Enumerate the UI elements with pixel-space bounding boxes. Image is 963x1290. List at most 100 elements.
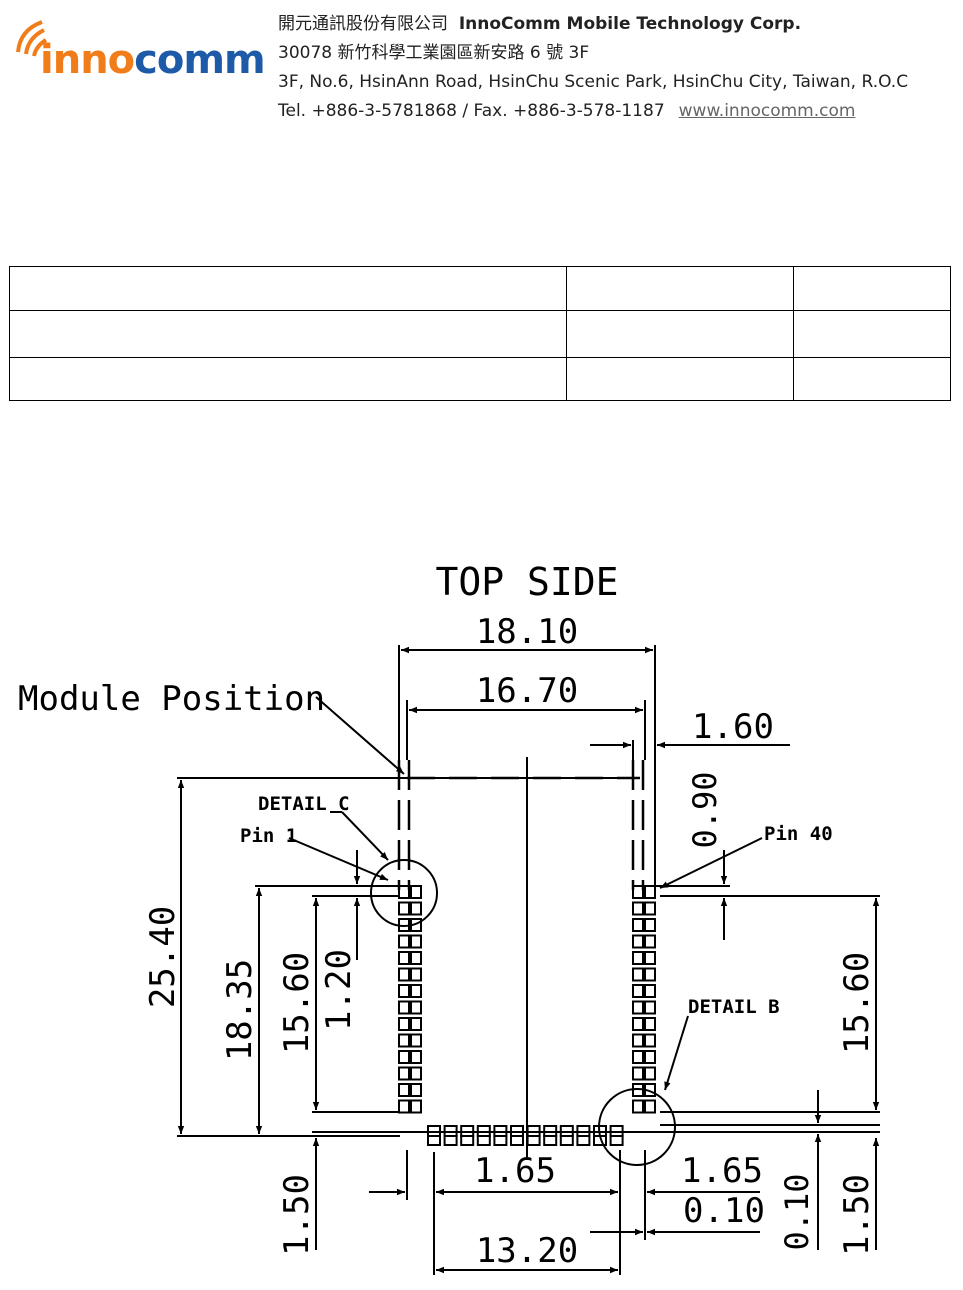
pin1-label: Pin 1 [240,825,297,847]
right-pad-column [632,885,656,1114]
pad [632,885,644,899]
pad [644,1066,656,1081]
pad [632,967,644,982]
pad [410,984,422,998]
pad [410,1050,422,1064]
dim-1-20: 1.20 [319,949,359,1031]
pad [398,1017,410,1031]
pad [410,901,422,916]
module-position-label: Module Position [18,679,325,719]
detail-c-circle [370,859,438,927]
pad [398,951,410,965]
extension-lines [177,645,880,1275]
pad [644,1050,656,1064]
pad [644,885,656,899]
pad [398,1066,410,1081]
pad [410,967,422,982]
pad [609,1135,624,1146]
pad [410,885,422,899]
pad [644,918,656,932]
table-cell [9,266,567,311]
footprint-drawing: TOP SIDE [18,560,880,1275]
left-pad-column [398,885,422,1114]
table-row [9,310,951,358]
pad [398,967,410,982]
letterhead: innocomm 開元通訊股份有限公司 InnoComm Mobile Tech… [0,0,963,130]
table-row [9,357,951,401]
pad [493,1135,508,1146]
table-cell [793,266,951,311]
pad [476,1135,491,1146]
tel-fax: Tel. +886-3-5781868 / Fax. +886-3-578-11… [278,101,665,121]
pad [644,1099,656,1114]
company-info: 開元通訊股份有限公司 InnoComm Mobile Technology Co… [278,10,963,126]
dim-16-70: 16.70 [476,671,578,711]
pad [398,1000,410,1015]
logo-text-comm: comm [134,37,266,83]
pad [398,885,410,899]
pin40-label: Pin 40 [764,823,833,845]
pad [632,984,644,998]
dim-1-60: 1.60 [692,707,774,747]
dim-1-65-right: 1.65 [681,1151,763,1191]
website-link[interactable]: www.innocomm.com [678,101,856,121]
pad [398,934,410,949]
dimension-lines [177,646,880,1274]
leader-lines [288,696,763,1091]
table-cell [566,357,794,401]
pad [410,1017,422,1031]
table-cell [9,310,567,358]
pad [576,1135,591,1146]
detail-b-label: DETAIL B [688,996,780,1018]
pad [644,951,656,965]
table-cell [566,266,794,311]
pad [632,1017,644,1031]
pad [398,984,410,998]
detail-c-label: DETAIL C [258,793,350,815]
pad [644,1000,656,1015]
company-name-en: InnoComm Mobile Technology Corp. [458,14,802,34]
pad [632,1050,644,1064]
pad [410,934,422,949]
company-name-line: 開元通訊股份有限公司 InnoComm Mobile Technology Co… [278,10,963,39]
table-cell [793,357,951,401]
pad [632,901,644,916]
dim-13-20: 13.20 [476,1231,578,1271]
dim-0-90: 0.90 [686,771,724,848]
pad [398,1050,410,1064]
pad [632,1000,644,1015]
pad [398,1033,410,1048]
contact-line: Tel. +886-3-5781868 / Fax. +886-3-578-11… [278,97,963,126]
pad [632,934,644,949]
dim-0-10-horizontal: 0.10 [683,1191,765,1231]
innocomm-logo: innocomm [8,10,266,82]
table-row [9,266,951,311]
dim-1-50-right: 1.50 [837,1174,877,1256]
pad [632,918,644,932]
pad [410,1066,422,1081]
bottom-pad-row [427,1125,624,1146]
logo-text-inno: inno [40,37,135,83]
pad [410,1000,422,1015]
dim-1-50-left: 1.50 [277,1174,317,1256]
pad [398,1083,410,1097]
drawing-title: TOP SIDE [435,560,618,604]
pad [644,1017,656,1031]
table-cell [566,310,794,358]
pad [410,951,422,965]
pad [410,1083,422,1097]
dim-1-65-left: 1.65 [474,1151,556,1191]
pad [460,1135,475,1146]
dim-15-60-right: 15.60 [837,952,877,1054]
pad [427,1135,441,1146]
pad [510,1135,524,1146]
logo-wordmark: innocomm [40,37,266,83]
table-cell [9,357,567,401]
pad [526,1135,541,1146]
pad [632,1066,644,1081]
company-name-zh: 開元通訊股份有限公司 [278,14,448,34]
dim-0-10-vertical: 0.10 [778,1173,816,1250]
pad [410,1033,422,1048]
module-outline [397,760,645,890]
pad [559,1135,574,1146]
